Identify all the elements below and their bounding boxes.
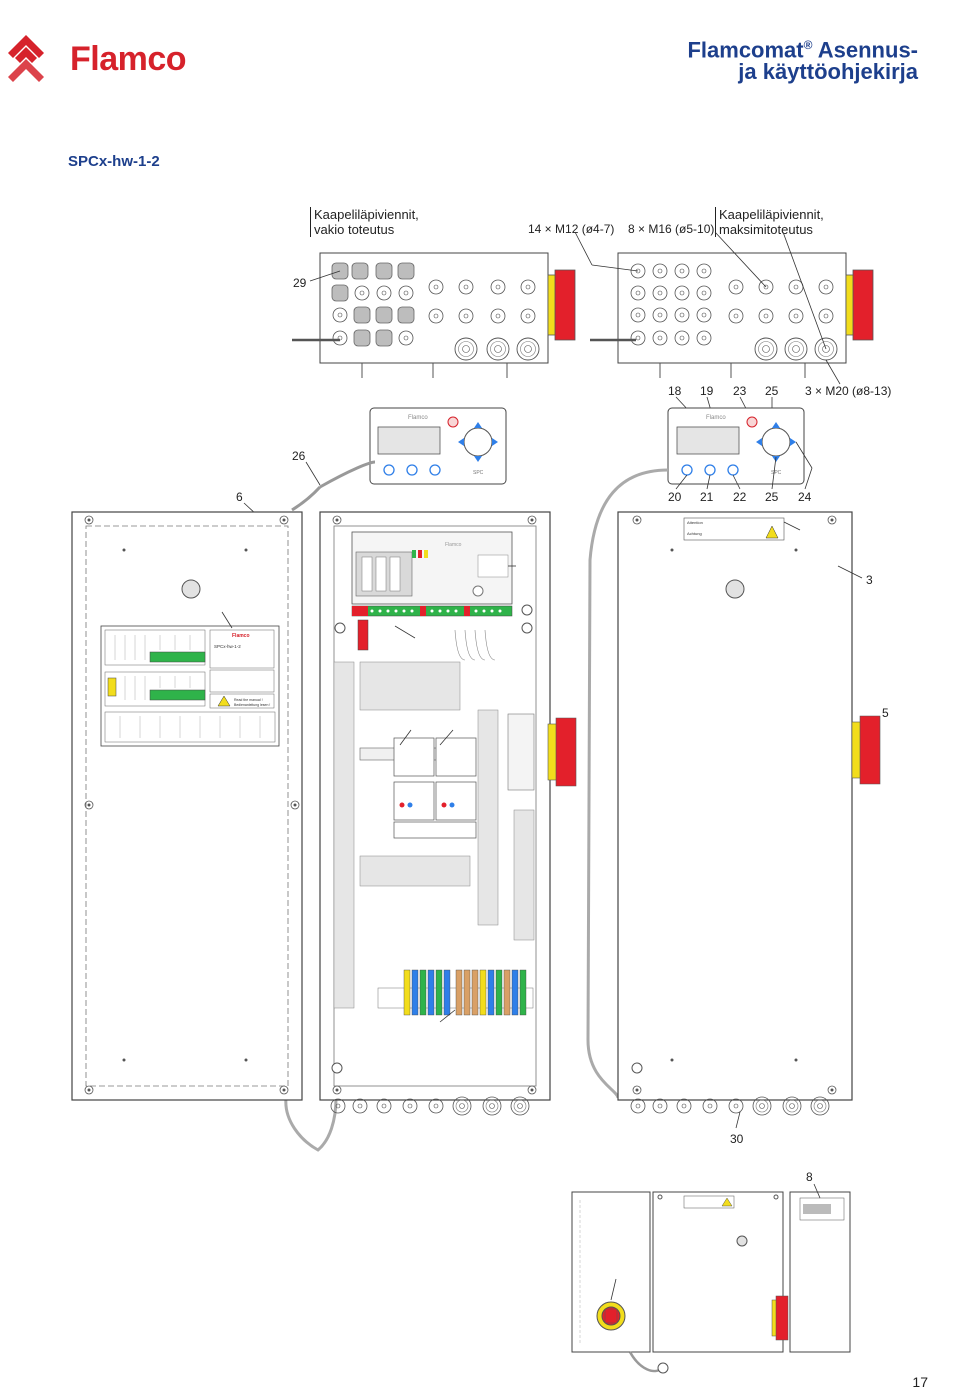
svg-text:Bedienanleitung lesen !: Bedienanleitung lesen ! [234,703,270,707]
callout-25-top: 25 [765,384,779,398]
model-name: SPCx-hw-1-2 [68,153,160,170]
caption-m20: 3 × M20 (ø8-13) [805,384,892,398]
callout-6: 6 [236,490,243,504]
caption-standard-line2: vakio toteutus [314,222,395,237]
page-number: 17 [912,1374,928,1390]
contactor-32 [435,737,477,821]
callout-22: 22 [733,490,747,504]
caption-max-line2: maksimitoteutus [719,222,813,237]
title-line-2: ja käyttöohjekirja [738,59,918,85]
caption-m16: 8 × M16 (ø5-10) [628,222,715,236]
caption-standard-line1: Kaapeliläpiviennit, [314,207,419,222]
svg-text:SPC: SPC [473,470,484,476]
svg-text:Read the manual !: Read the manual ! [234,698,263,702]
contactor-31 [393,737,435,821]
controller-panel-max: Flamco SPC [667,407,805,485]
svg-text:Flamco: Flamco [408,415,428,421]
svg-text:SPC: SPC [771,470,782,476]
cabinet-exterior: Attention Achtung [617,511,881,1129]
controller-panel-standard: Flamco SPC [369,407,507,485]
caption-max-entries: Kaapeliläpiviennit, maksimitoteutus [715,207,824,237]
caption-max-line1: Kaapeliläpiviennit, [719,207,824,222]
caption-m12: 14 × M12 (ø4-7) [528,222,615,236]
svg-text:Achtung: Achtung [687,531,702,536]
title-line-1: Flamcomat [687,37,804,63]
svg-text:Flamco: Flamco [706,415,726,421]
callout-21: 21 [700,490,714,504]
callout-23: 23 [733,384,747,398]
cable-entry-max [590,252,874,378]
callout-29: 29 [293,276,307,290]
callout-8: 8 [806,1170,813,1184]
small-cabinet-views [571,1183,851,1374]
caption-standard-entries: Kaapeliläpiviennit, vakio toteutus [310,207,419,237]
brand-name: Flamco [70,40,187,78]
title-line-1b: Asennus- [812,37,918,63]
cabinet-door: Flamco SPCx-hw-1-2 Read the manual ! Bed… [71,511,303,1101]
callout-5: 5 [882,706,889,720]
callout-26: 26 [292,449,306,463]
cabinet-interior: Flamco [319,511,577,1116]
callout-19: 19 [700,384,714,398]
document-title: Flamcomat® Asennus- ja käyttöohjekirja [687,34,918,83]
callout-24: 24 [798,490,812,504]
panel-leader-lines [243,441,813,516]
callout-25-bottom: 25 [765,490,779,504]
svg-text:Flamco: Flamco [445,542,462,548]
flamco-logo-icon [8,35,44,82]
callout-30: 30 [730,1132,744,1146]
svg-text:Attention: Attention [687,520,703,525]
callout-18: 18 [668,384,682,398]
callout-20: 20 [668,490,682,504]
callout-3: 3 [866,573,873,587]
svg-text:Flamco: Flamco [232,633,250,639]
svg-text:SPCx-hw-1-2: SPCx-hw-1-2 [214,644,241,649]
cable-entry-standard [292,252,576,378]
registered-mark: ® [803,38,813,52]
